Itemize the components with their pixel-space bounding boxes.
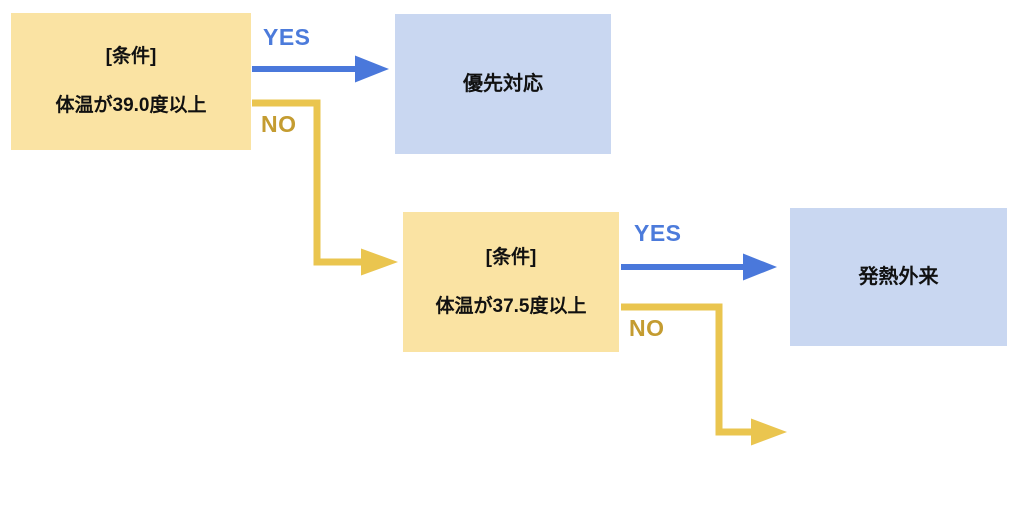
outcome-node-1: 優先対応 [395, 14, 611, 154]
outcome-node-1-label: 優先対応 [463, 72, 543, 95]
condition-node-2-title: [条件] [485, 246, 537, 268]
no-label-1: NO [261, 111, 297, 137]
yes-arrow-condition2-to-outcome2 [621, 253, 777, 281]
outcome-node-2: 発熱外来 [790, 208, 1007, 346]
condition-node-2-text: 体温が37.5度以上 [435, 295, 587, 317]
condition-node-1: [条件] 体温が39.0度以上 [11, 13, 251, 150]
condition-node-1-text: 体温が39.0度以上 [55, 95, 207, 116]
yes-label-1: YES [263, 24, 311, 50]
condition-node-1-title: [条件] [105, 46, 157, 68]
arrowhead-icon [355, 55, 389, 83]
yes-arrow-condition1-to-outcome1 [252, 55, 389, 83]
condition-node-2: [条件] 体温が37.5度以上 [403, 212, 619, 352]
arrowhead-icon [751, 418, 787, 446]
outcome-node-2-label: 発熱外来 [858, 265, 939, 288]
arrowhead-icon [743, 253, 777, 281]
arrowhead-icon [361, 248, 398, 276]
no-label-2: NO [629, 315, 665, 341]
yes-label-2: YES [634, 220, 682, 246]
